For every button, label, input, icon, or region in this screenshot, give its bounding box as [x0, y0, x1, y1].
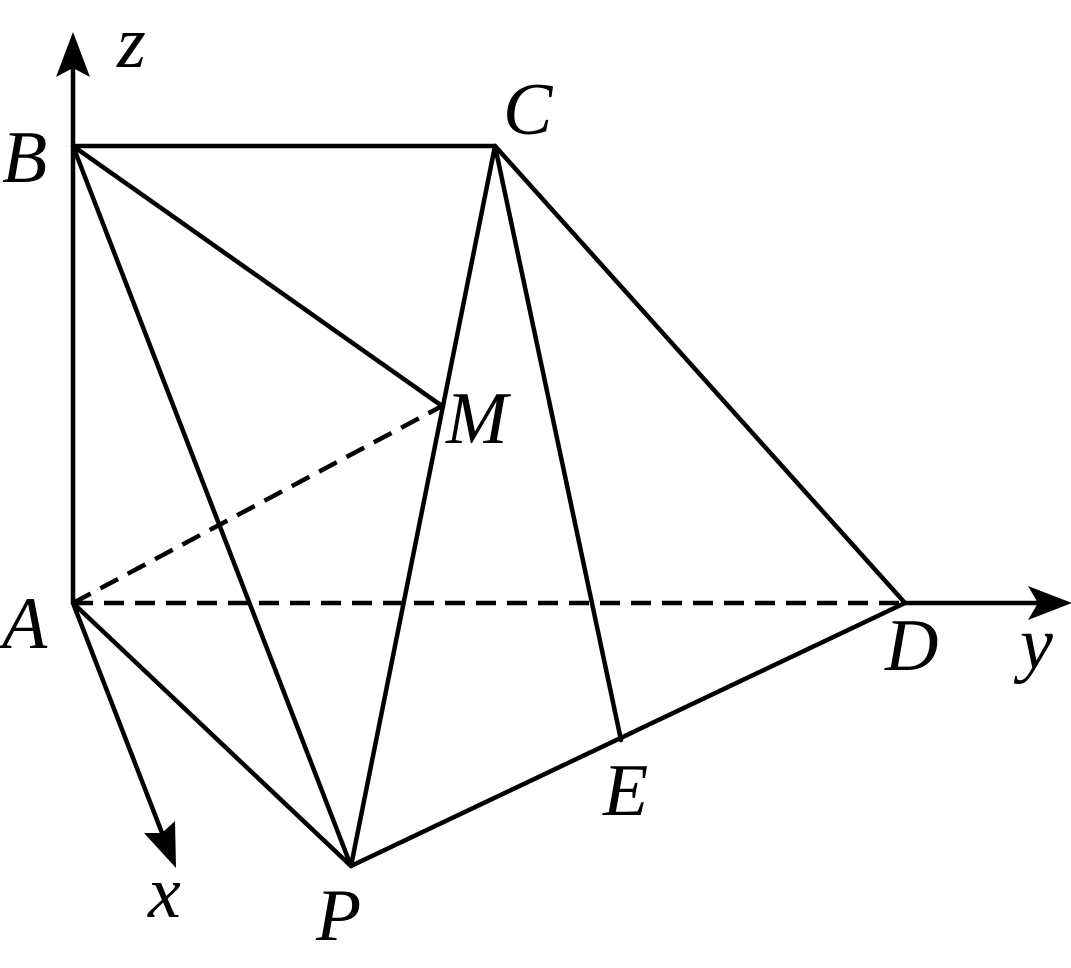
segment-AP [70, 600, 354, 869]
point-label-B: B [2, 117, 47, 199]
axis-label-x: x [147, 852, 181, 934]
axis-label-z: z [116, 2, 146, 84]
segment-CD [492, 143, 908, 606]
labels: z B C M A D y E x P [0, 2, 1053, 957]
edges [70, 143, 908, 869]
point-label-M: M [445, 378, 512, 460]
axes [56, 32, 1071, 868]
point-label-D: D [884, 605, 938, 687]
segment-BP [70, 143, 354, 869]
segment-BM [70, 143, 445, 409]
x-axis-arrowhead [144, 821, 176, 868]
x-axis [70, 600, 167, 841]
segment-CE [492, 143, 624, 743]
point-label-P: P [315, 875, 361, 957]
point-label-E: E [602, 750, 648, 832]
point-label-C: C [503, 69, 554, 151]
segment-CP [348, 143, 498, 869]
axis-label-y: y [1013, 603, 1053, 685]
segment-AM-hidden [71, 404, 444, 605]
segment-PD [348, 600, 908, 869]
z-axis-arrowhead [56, 32, 90, 77]
y-axis-arrowhead [1028, 586, 1071, 620]
point-label-A: A [0, 583, 48, 665]
